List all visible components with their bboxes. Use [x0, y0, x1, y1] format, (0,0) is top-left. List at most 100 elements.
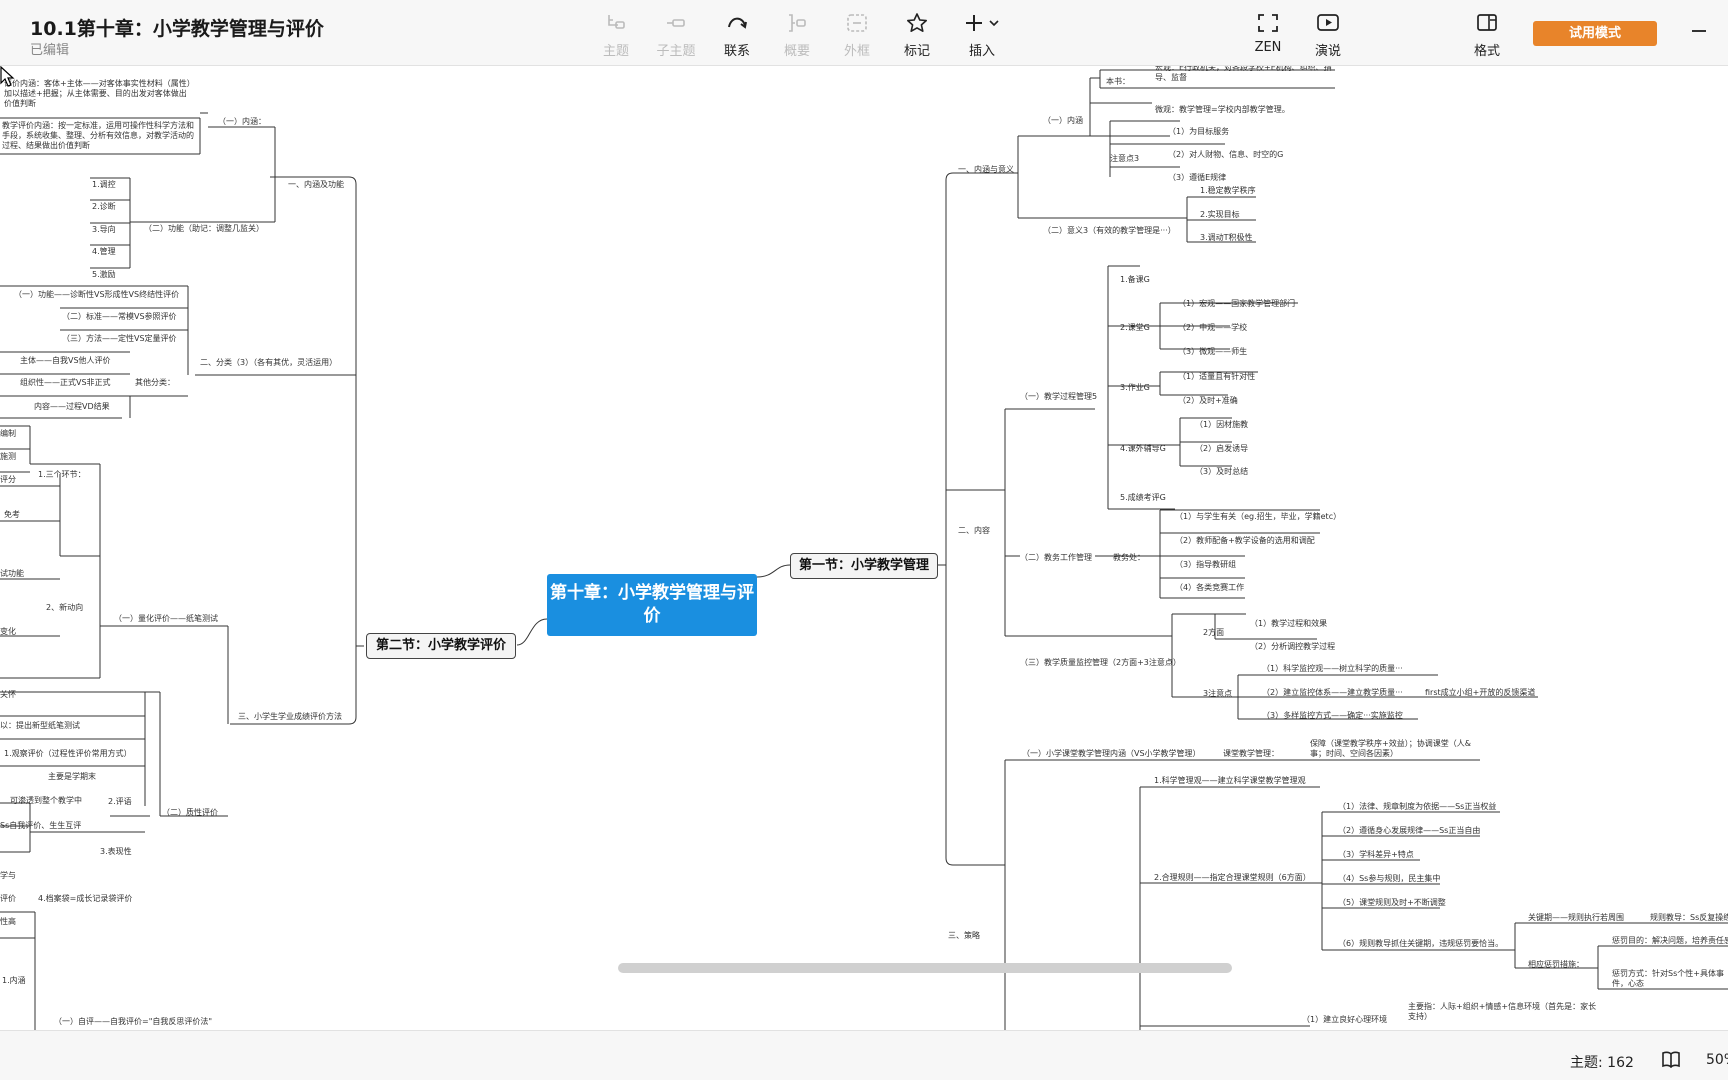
- marker-button[interactable]: 标记: [885, 10, 949, 59]
- topic[interactable]: （6）规则教导抓住关键期，违规惩罚要恰当。: [1338, 939, 1504, 948]
- topic[interactable]: （一）内涵: [1043, 116, 1083, 125]
- topic[interactable]: 施测: [0, 452, 16, 461]
- topic[interactable]: （2）对人财物、信息、时空的G: [1168, 150, 1284, 159]
- topic[interactable]: （2）中观——学校: [1178, 323, 1248, 332]
- topic[interactable]: （1）法律、规章制度为依据——Ss正当权益: [1338, 802, 1497, 811]
- topic[interactable]: 1.观察评价（过程性评价常用方式）: [4, 749, 132, 758]
- topic[interactable]: 2.课堂G: [1120, 323, 1150, 332]
- topic[interactable]: 关键期——规则执行若周围: [1528, 913, 1624, 922]
- topic[interactable]: 1.调控: [92, 180, 116, 189]
- topic[interactable]: 4.管理: [92, 247, 116, 256]
- topic[interactable]: （1）宏观——国家教学管理部门: [1178, 299, 1296, 308]
- topic[interactable]: 试功能: [0, 569, 24, 578]
- zoom-level[interactable]: 50%: [1706, 1052, 1728, 1068]
- section1-topic[interactable]: 第一节：小学教学管理: [790, 553, 938, 579]
- topic[interactable]: 3.导向: [92, 225, 116, 234]
- topic[interactable]: （1）为目标服务: [1168, 127, 1230, 136]
- topic[interactable]: 以：提出新型纸笔测试: [0, 721, 80, 730]
- topic[interactable]: （3）指导教研组: [1175, 560, 1237, 569]
- topic[interactable]: （二）质性评价: [162, 808, 218, 817]
- topic[interactable]: （一）量化评价——纸笔测试: [114, 614, 218, 623]
- topic[interactable]: 三、小学生学业成绩评价方法: [238, 712, 342, 721]
- topic[interactable]: （1）因材施教: [1195, 420, 1249, 429]
- mindmap-canvas[interactable]: 第十章：小学教学管理与评价 第一节：小学教学管理 第二节：小学教学评价 一、内涵…: [0, 66, 1728, 1030]
- horizontal-scrollbar[interactable]: [618, 963, 1232, 973]
- topic[interactable]: （2）遵循身心发展规律——Ss正当自由: [1338, 826, 1481, 835]
- topic[interactable]: 其他分类：: [135, 378, 175, 387]
- topic[interactable]: 教务处：: [1113, 553, 1145, 562]
- topic[interactable]: （4）Ss参与规则，民主集中: [1338, 874, 1441, 883]
- topic[interactable]: 3.表现性: [100, 847, 132, 856]
- topic[interactable]: （3）微观——师生: [1178, 347, 1248, 356]
- topic[interactable]: 微观：教学管理=学校内部教学管理。: [1155, 105, 1290, 114]
- topic[interactable]: （一）小学课堂教学管理内涵（VS小学教学管理）: [1022, 749, 1201, 758]
- topic[interactable]: 评价内涵：客体+主体——对客体事实性材料（属性）加以描述+把握；从主体需要、目的…: [4, 79, 191, 108]
- topic[interactable]: 编制: [0, 429, 16, 438]
- topic[interactable]: 宏观：E行政机关，对各段学校+E机构、组织、指导、监督: [1155, 66, 1332, 82]
- topic[interactable]: 保障（课堂教学秩序+效益）；协调课堂（人&事；时间、空间各因素）: [1310, 739, 1471, 758]
- topic[interactable]: 关怀: [0, 690, 16, 699]
- topic[interactable]: 5.成绩考评G: [1120, 493, 1166, 502]
- topic[interactable]: 主体——自我VS他人评价: [20, 356, 111, 365]
- topic[interactable]: （一）内涵：: [218, 117, 266, 126]
- topic[interactable]: （三）教学质量监控管理（2方面+3注意点）: [1020, 658, 1181, 667]
- topic[interactable]: 二、分类（3）（各有其优，灵活运用）: [200, 358, 338, 367]
- topic[interactable]: （2）启发诱导: [1195, 444, 1249, 453]
- topic[interactable]: 教学评价内涵：按一定标准，运用可操作性科学方法和手段，系统收集、整理、分析有效信…: [2, 121, 194, 150]
- topic[interactable]: 组织性——正式VS非正式: [20, 378, 111, 387]
- book-icon[interactable]: [1661, 1050, 1681, 1068]
- present-button[interactable]: 演说: [1296, 10, 1360, 59]
- topic[interactable]: （1）教学过程和效果: [1250, 619, 1328, 628]
- topic[interactable]: 评分: [0, 475, 16, 484]
- topic[interactable]: （二）意义3（有效的教学管理是···）: [1043, 226, 1176, 235]
- topic[interactable]: 4.课外辅导G: [1120, 444, 1166, 453]
- topic[interactable]: （3）多样监控方式——确定···实施监控: [1262, 711, 1403, 720]
- format-button[interactable]: 格式: [1455, 10, 1519, 59]
- topic[interactable]: 一、内涵与意义: [958, 165, 1014, 174]
- topic[interactable]: 性高: [0, 917, 16, 926]
- topic[interactable]: （2）分析调控教学过程: [1250, 642, 1336, 651]
- topic[interactable]: （1）科学监控观——树立科学的质量···: [1262, 664, 1403, 673]
- topic[interactable]: 三、策略: [948, 931, 980, 940]
- subtopic-button[interactable]: 子主题: [644, 10, 708, 59]
- topic[interactable]: 免考: [4, 510, 20, 519]
- topic[interactable]: 2.合理规则——指定合理课堂规则（6方面）: [1154, 873, 1311, 882]
- topic[interactable]: 1.科学管理观——建立科学课堂教学管理观: [1154, 776, 1306, 785]
- topic[interactable]: 1.稳定教学秩序: [1200, 186, 1256, 195]
- topic[interactable]: 相应惩罚措施：: [1528, 960, 1584, 969]
- topic[interactable]: （二）标准——常模VS参照评价: [62, 312, 177, 321]
- topic[interactable]: 3.作业G: [1120, 383, 1150, 392]
- topic[interactable]: （三）方法——定性VS定量评价: [62, 334, 177, 343]
- topic[interactable]: 2方面: [1203, 628, 1225, 637]
- topic[interactable]: （一）教学过程管理5: [1020, 392, 1098, 401]
- insert-button[interactable]: 插入: [950, 10, 1014, 59]
- topic[interactable]: 主要指：人际+组织+情感+信息环境（首先是：家长支持）: [1408, 1002, 1597, 1021]
- section2-topic[interactable]: 第二节：小学教学评价: [366, 633, 516, 659]
- zen-button[interactable]: ZEN: [1236, 10, 1300, 55]
- topic[interactable]: 4.档案袋=成长记录袋评价: [38, 894, 133, 903]
- topic[interactable]: 惩罚目的：解决问题，培养责任感: [1612, 936, 1728, 945]
- boundary-button[interactable]: 外框: [825, 10, 889, 59]
- topic[interactable]: （一）自评——自我评价="自我反思评价法": [54, 1017, 213, 1026]
- topic[interactable]: 主要是学期末: [48, 772, 96, 781]
- topic[interactable]: 3注意点: [1203, 689, 1233, 698]
- summary-button[interactable]: 概要: [765, 10, 829, 59]
- topic-button[interactable]: 主题: [584, 10, 648, 59]
- topic[interactable]: （5）课堂规则及时+不断调整: [1338, 898, 1446, 907]
- topic[interactable]: 惩罚方式：针对Ss个性+具体事件，心态: [1612, 969, 1724, 988]
- topic[interactable]: 二、内容: [958, 526, 990, 535]
- topic[interactable]: （3）学科差异+特点: [1338, 850, 1414, 859]
- topic[interactable]: （2）及时+准确: [1178, 396, 1238, 405]
- topic[interactable]: 注意点3: [1110, 154, 1140, 163]
- topic[interactable]: Ss自我评价、生生互评: [0, 821, 82, 830]
- topic[interactable]: （二）功能（助记：调整几监关）: [144, 224, 264, 233]
- topic[interactable]: 5.激励: [92, 270, 116, 279]
- topic[interactable]: 可渗透到整个教学中: [10, 796, 82, 805]
- topic[interactable]: （1）建立良好心理环境: [1302, 1015, 1388, 1024]
- topic[interactable]: 规则教导：Ss反复操练: [1650, 913, 1728, 922]
- topic[interactable]: （2）建立监控体系——建立教学质量···: [1262, 688, 1403, 697]
- topic[interactable]: （4）各类竞赛工作: [1175, 583, 1245, 592]
- topic[interactable]: 课堂教学管理：: [1223, 749, 1279, 758]
- topic[interactable]: 1.内涵: [2, 976, 26, 985]
- topic[interactable]: （1）与学生有关（eg.招生，毕业，学籍etc）: [1175, 512, 1342, 521]
